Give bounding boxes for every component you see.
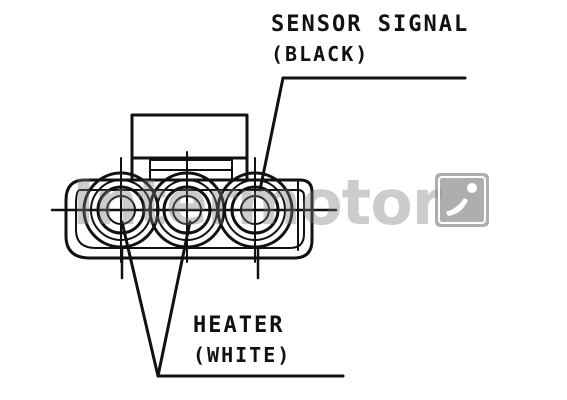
connector-latch [130,113,249,182]
heater-color-label: (WHITE) [193,343,292,367]
heater-label: HEATER [193,313,285,338]
connector-body [64,178,314,280]
sensor-signal-leader [258,76,467,192]
sensor-signal-color-label: (BLACK) [271,42,370,66]
heater-leader [120,220,345,378]
terminal-right [216,157,294,263]
watermark-brand: Intermotor [72,166,442,239]
sensor-signal-label: SENSOR SIGNAL [271,12,470,37]
intermotor-logo-icon [434,172,490,228]
